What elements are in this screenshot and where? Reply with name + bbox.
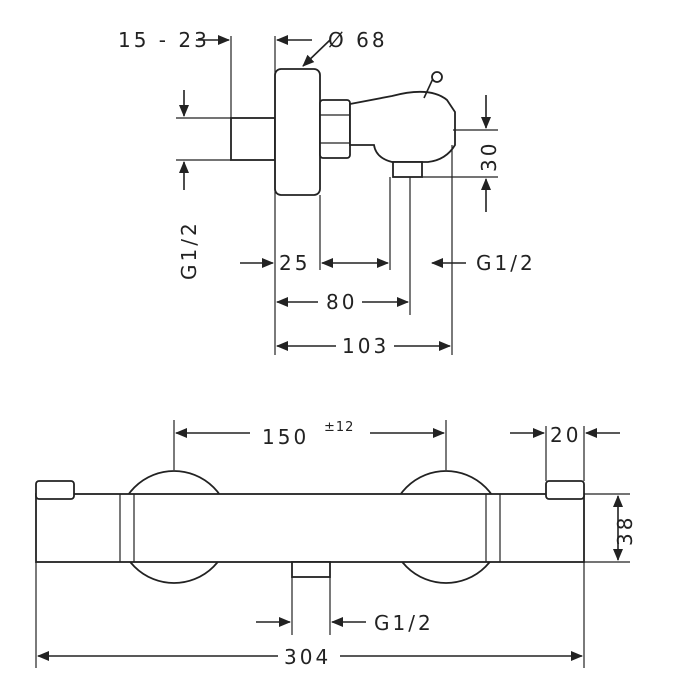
dim-tolerance: ±12 [324,420,354,435]
end-cap-right [545,480,585,500]
dim-spacing: 150 [262,425,309,449]
dim-304: 304 [284,645,331,669]
dim-20: 20 [550,423,581,447]
dim-height: 30 [477,141,501,172]
dim-80: 80 [326,290,357,314]
dim-38: 38 [613,515,637,546]
outlet-connector [392,161,423,178]
bottom-outlet [291,561,331,578]
front-view: 150 ±12 20 38 G1/2 304 [35,420,637,669]
inlet-connector [230,117,276,161]
union-nut [319,99,351,159]
wall-rosette [274,68,321,196]
valve-body [349,90,456,163]
end-cap-left [35,480,75,500]
thermostat-body [35,493,585,563]
dim-103: 103 [342,334,389,358]
dim-wall-range: 15 - 23 [118,28,210,52]
dim-25: 25 [279,251,310,275]
side-view: 15 - 23 Ø 68 G1/2 30 25 G1/2 80 103 [118,28,536,358]
dim-thread-left: G1/2 [177,220,201,280]
dim-thread-right: G1/2 [476,251,536,275]
dim-thread-bottom: G1/2 [374,611,434,635]
dim-diameter: Ø 68 [328,28,388,52]
